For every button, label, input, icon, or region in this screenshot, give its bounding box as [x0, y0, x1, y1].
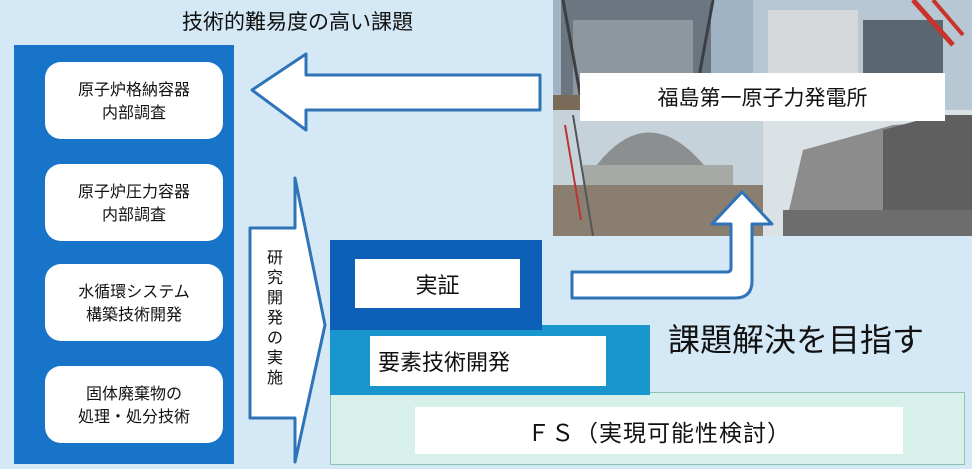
challenges-panel: 原子炉格納容器内部調査 原子炉圧力容器内部調査 水循環システム構築技術開発 固体…: [14, 45, 234, 464]
rd-char: の: [266, 328, 283, 347]
rd-char: 究: [266, 268, 283, 287]
rd-char: 施: [266, 368, 283, 387]
challenge-line: 原子炉格納容器: [77, 79, 190, 99]
challenge-item: 水循環システム構築技術開発: [45, 264, 223, 341]
rd-arrow: [248, 176, 327, 464]
challenge-line: 処理・処分技術: [77, 406, 190, 426]
left-arrow: [250, 52, 542, 132]
plant-photo-bottom-right: [763, 110, 972, 236]
rd-vertical-label: 研 究 開 発 の 実 施: [261, 248, 289, 388]
rd-char: 発: [266, 308, 283, 327]
demonstration-label: 実証: [355, 259, 520, 308]
challenge-line: 内部調査: [101, 102, 166, 122]
challenge-line: 水循環システム: [78, 281, 190, 301]
challenge-line: 固体廃棄物の: [85, 383, 182, 403]
challenge-item: 固体廃棄物の処理・処分技術: [45, 366, 223, 443]
rd-char: 実: [266, 348, 283, 367]
plant-name-label: 福島第一原子力発電所: [580, 73, 945, 121]
diagram-title: 技術的難易度の高い課題: [182, 10, 413, 34]
challenge-line: 内部調査: [101, 204, 166, 224]
challenge-item: 原子炉格納容器内部調査: [45, 62, 223, 139]
up-arrow: [570, 190, 774, 300]
challenge-line: 構築技術開発: [85, 304, 182, 324]
fs-label: ＦＳ（実現可能性検討）: [415, 407, 903, 454]
challenge-item: 原子炉圧力容器内部調査: [45, 164, 223, 241]
goal-text: 課題解決を目指す: [668, 321, 925, 359]
rd-char: 研: [266, 248, 283, 267]
element-tech-label: 要素技術開発: [370, 336, 606, 386]
challenge-line: 原子炉圧力容器: [77, 181, 190, 201]
rd-char: 開: [266, 288, 283, 307]
